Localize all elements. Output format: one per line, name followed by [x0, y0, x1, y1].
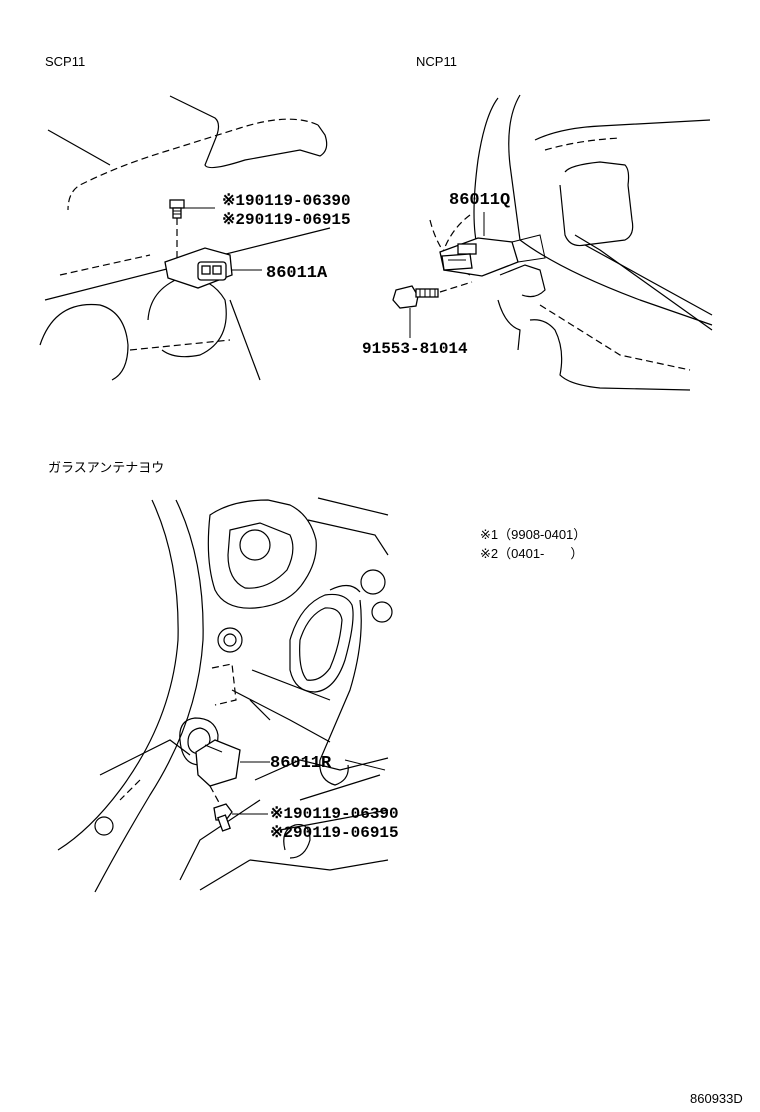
callout-part-86011q: 86011Q: [449, 191, 510, 210]
figure-code: 860933D: [690, 1091, 743, 1106]
body-panel-outline-scp11: [39, 95, 331, 381]
mounting-bolt-scp11: [169, 199, 215, 262]
panel-glass-antenna: ガラスアンテナヨウ: [48, 460, 399, 893]
sensor-86011a: [164, 247, 262, 289]
panel-title-scp11: SCP11: [45, 54, 85, 69]
body-panel-outline-ncp11: [429, 94, 713, 391]
callout-bolt1-scp11: ※190119-06390: [222, 192, 351, 210]
body-panel-outline-bottom: [57, 497, 393, 893]
panel-title-glass-antenna: ガラスアンテナヨウ: [48, 460, 164, 475]
bracket-86011r: [195, 739, 270, 809]
mounting-bolt-ncp11: [392, 281, 473, 338]
callout-bolt2-scp11: ※290119-06915: [222, 211, 351, 229]
note-2: ※2（0401- ）: [480, 546, 583, 561]
panel-scp11: SCP11 ※190119-06390 ※2901: [39, 54, 351, 381]
callout-bolt-91553: 91553-81014: [362, 340, 468, 358]
callout-bolt1-bottom: ※190119-06390: [270, 805, 399, 823]
callout-bolt2-bottom: ※290119-06915: [270, 824, 399, 842]
applicability-notes: ※1（9908-0401） ※2（0401- ）: [480, 527, 586, 561]
callout-part-86011r: 86011R: [270, 754, 332, 773]
note-1: ※1（9908-0401）: [480, 527, 586, 542]
callout-part-86011a: 86011A: [266, 264, 328, 283]
mounting-bolt-bottom: [213, 803, 268, 832]
panel-title-ncp11: NCP11: [416, 54, 457, 69]
sensor-86011q: [439, 212, 546, 277]
panel-ncp11: NCP11: [362, 54, 713, 391]
callout-leader-86011r: [344, 759, 386, 771]
